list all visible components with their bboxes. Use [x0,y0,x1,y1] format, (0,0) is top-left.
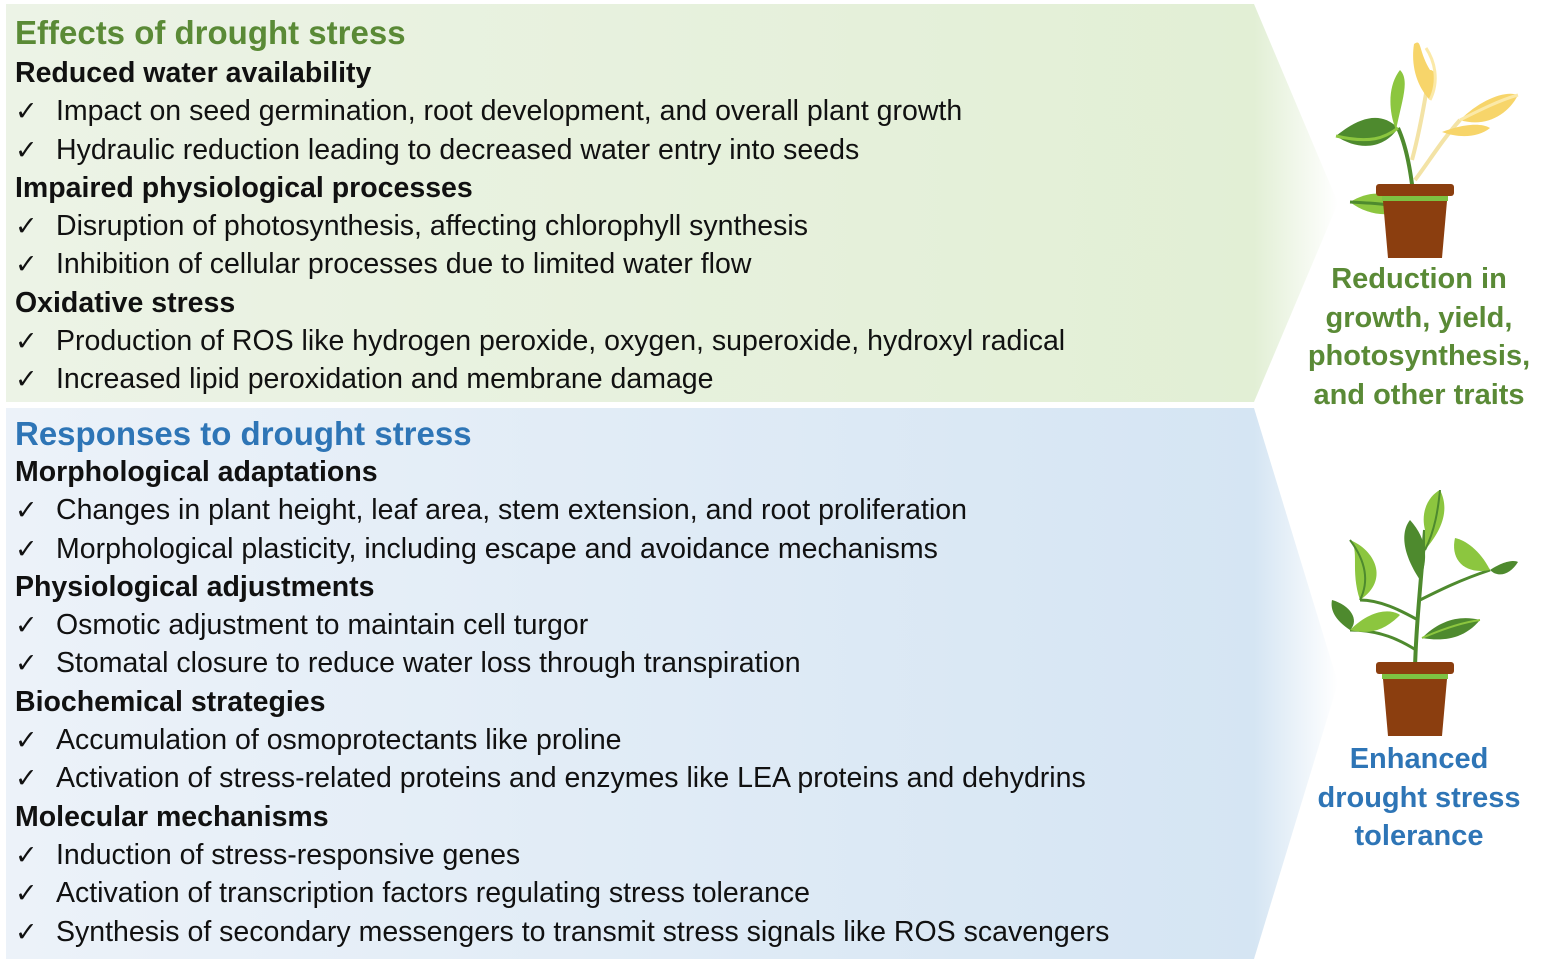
item-text: Osmotic adjustment to maintain cell turg… [56,609,589,642]
check-icon: ✓ [15,610,38,641]
effects-section: Oxidative stress ✓ Production of ROS like… [15,284,1065,399]
list-item: ✓ Impact on seed germination, root develo… [15,92,1065,130]
list-item: ✓ Synthesis of secondary messengers to tr… [15,913,1109,951]
item-text: Increased lipid peroxidation and membran… [56,363,714,396]
outcome-line: photosynthesis, [1307,340,1531,372]
outcome-line: Enhanced [1349,743,1489,775]
list-item: ✓ Activation of transcription factors reg… [15,874,1109,912]
list-item: ✓ Inhibition of cellular processes due to… [15,245,1065,283]
section-heading: Oxidative stress [15,286,236,319]
effects-section-list: Reduced water availability ✓ Impact on se… [15,54,1065,399]
effects-title: Effects of drought stress [15,14,406,51]
outcome-line: and other traits [1313,378,1525,411]
check-icon: ✓ [15,763,38,794]
outcome-line: drought stress [1317,781,1521,814]
item-text: Accumulation of osmoprotectants like pro… [56,724,622,757]
section-heading: Morphological adaptations [15,456,378,488]
item-text: Induction of stress-responsive genes [56,838,521,871]
list-item: ✓ Changes in plant height, leaf area, ste… [15,491,1109,529]
item-text: Inhibition of cellular processes due to … [56,248,752,281]
check-icon: ✓ [15,878,38,909]
item-text: Impact on seed germination, root develop… [56,95,963,128]
effects-arrow [1254,4,1338,402]
effects-section: Impaired physiological processes ✓ Disrup… [15,169,1065,284]
responses-section: Biochemical strategies ✓ Accumulation of … [15,683,1109,798]
item-text: Synthesis of secondary messengers to tra… [56,915,1110,948]
check-icon: ✓ [15,364,38,395]
list-item: ✓ Induction of stress-responsive genes [15,836,1109,874]
outcome-line: tolerance [1354,820,1484,852]
list-item: ✓ Activation of stress-related proteins a… [15,759,1109,797]
section-heading: Physiological adjustments [15,570,375,603]
list-item: ✓ Disruption of photosynthesis, affecting… [15,207,1065,245]
item-text: Stomatal closure to reduce water loss th… [56,647,801,680]
responses-section-list: Morphological adaptations ✓ Changes in pl… [15,453,1109,951]
list-item: ✓ Production of ROS like hydrogen peroxid… [15,322,1065,360]
check-icon: ✓ [15,249,38,280]
check-icon: ✓ [15,96,38,127]
list-item: ✓ Hydraulic reduction leading to decrease… [15,131,1065,169]
section-heading: Molecular mechanisms [15,800,329,833]
outcome-line: Reduction in [1331,263,1507,295]
responses-section: Molecular mechanisms ✓ Induction of stres… [15,798,1109,951]
list-item: ✓ Increased lipid peroxidation and membra… [15,360,1065,398]
responses-section: Morphological adaptations ✓ Changes in pl… [15,453,1109,568]
section-heading: Impaired physiological processes [15,171,473,204]
effects-outcome: Reduction in growth, yield, photosynthes… [1288,260,1550,414]
list-item: ✓ Stomatal closure to reduce water loss t… [15,644,1109,682]
list-item: ✓ Morphological plasticity, including esc… [15,530,1109,568]
item-text: Morphological plasticity, including esca… [56,532,938,565]
section-heading: Reduced water availability [15,57,372,89]
healthy-plant-icon [1331,490,1518,736]
item-text: Activation of stress-related proteins an… [56,762,1086,795]
list-item: ✓ Accumulation of osmoprotectants like pr… [15,721,1109,759]
check-icon: ✓ [15,648,38,679]
check-icon: ✓ [15,211,38,242]
check-icon: ✓ [15,916,38,947]
section-heading: Biochemical strategies [15,685,326,718]
check-icon: ✓ [15,839,38,870]
responses-outcome: Enhanced drought stress tolerance [1288,740,1550,856]
effects-section: Reduced water availability ✓ Impact on se… [15,54,1065,169]
item-text: Production of ROS like hydrogen peroxide… [56,325,1066,358]
check-icon: ✓ [15,326,38,357]
list-item: ✓ Osmotic adjustment to maintain cell tur… [15,606,1109,644]
check-icon: ✓ [15,533,38,564]
wilted-plant-icon [1335,42,1519,258]
check-icon: ✓ [15,725,38,756]
item-text: Changes in plant height, leaf area, stem… [56,494,967,527]
responses-title: Responses to drought stress [15,415,472,452]
check-icon: ✓ [15,495,38,526]
outcome-line: growth, yield, [1325,301,1513,334]
item-text: Hydraulic reduction leading to decreased… [56,133,860,166]
effects-panel: Effects of drought stress Reduced water … [6,4,1254,402]
responses-section: Physiological adjustments ✓ Osmotic adjus… [15,568,1109,683]
item-text: Activation of transcription factors regu… [56,877,811,910]
check-icon: ✓ [15,134,38,165]
responses-arrow [1254,408,1338,959]
responses-panel: Responses to drought stress Morphologica… [6,408,1254,959]
item-text: Disruption of photosynthesis, affecting … [56,210,808,243]
